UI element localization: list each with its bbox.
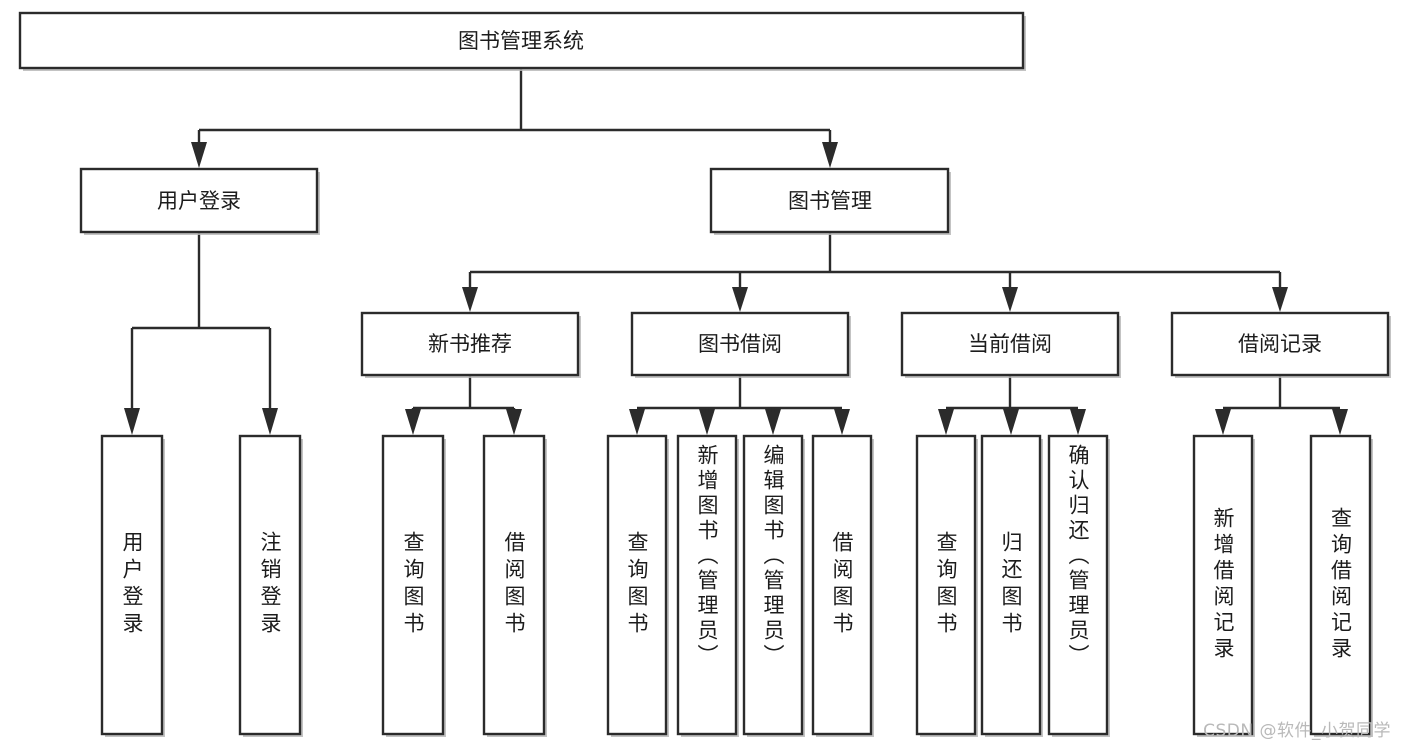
arrow-head-record-query — [1332, 409, 1348, 435]
leaf-borrow-add-book-admin-label: 新增图书（管理员） — [695, 444, 719, 669]
arrow-head-book-manage — [822, 142, 838, 168]
node-borrow-record[interactable]: 借阅记录 — [1170, 311, 1391, 378]
arrow-head-new-book-rec — [462, 287, 478, 312]
arrow-head-user-login — [191, 142, 207, 168]
leaf-borrow-query-book-label-wrap: 查询图书 — [608, 436, 666, 734]
node-root-label: 图书管理系统 — [458, 29, 584, 53]
node-current-borrow-label: 当前借阅 — [968, 332, 1052, 356]
leaf-borrow-edit-book-admin-label-wrap: 编辑图书（管理员） — [744, 444, 802, 734]
leaf-record-add[interactable] — [1192, 434, 1255, 737]
arrow-head-leaf-user-login — [124, 408, 140, 435]
leaf-user-login-label-wrap: 用户登录 — [102, 436, 162, 734]
leaf-borrow-add-book-admin-label-wrap: 新增图书（管理员） — [678, 444, 736, 734]
node-borrow-record-label: 借阅记录 — [1238, 332, 1322, 356]
arrow-head-borrow-edit — [765, 409, 781, 435]
nodes-layer: 图书管理系统 用户登录 图书管理 新书推荐 图书 — [18, 11, 1391, 737]
node-root[interactable]: 图书管理系统 — [18, 11, 1026, 71]
leaf-current-query-book-label-wrap: 查询图书 — [917, 436, 975, 734]
arrow-head-record-add — [1215, 409, 1231, 435]
arrow-head-rec-borrow — [506, 409, 522, 435]
arrow-head-borrow-query — [629, 409, 645, 435]
leaf-user-login-label: 用户登录 — [120, 531, 144, 639]
leaf-record-query-label-wrap: 查询借阅记录 — [1311, 436, 1370, 734]
arrow-head-borrow-lend — [834, 409, 850, 435]
leaf-current-return-book[interactable] — [980, 434, 1043, 737]
leaf-user-login[interactable] — [100, 434, 165, 737]
node-book-borrow-label: 图书借阅 — [698, 332, 782, 356]
leaf-borrow-lend-book-label-wrap: 借阅图书 — [813, 436, 871, 734]
node-user-login-label: 用户登录 — [157, 189, 241, 213]
leaf-rec-borrow-book-label: 借阅图书 — [502, 531, 526, 639]
leaf-borrow-lend-book-label: 借阅图书 — [830, 531, 854, 639]
arrow-head-current-confirm — [1070, 409, 1086, 435]
leaf-current-return-book-label: 归还图书 — [999, 531, 1023, 639]
node-book-management[interactable]: 图书管理 — [709, 167, 951, 235]
leaf-borrow-add-book-admin[interactable] — [676, 434, 739, 737]
leaf-current-confirm-return-admin-label-wrap: 确认归还（管理员） — [1049, 444, 1107, 734]
arrow-head-current-borrow — [1002, 287, 1018, 312]
leaf-borrow-query-book-label: 查询图书 — [625, 531, 649, 639]
node-book-borrow[interactable]: 图书借阅 — [630, 311, 851, 378]
leaf-borrow-edit-book-admin-label: 编辑图书（管理员） — [761, 444, 785, 669]
leaf-rec-query-book-label-wrap: 查询图书 — [383, 436, 443, 734]
leaf-current-query-book-label: 查询图书 — [934, 531, 958, 639]
node-new-book-recommend[interactable]: 新书推荐 — [360, 311, 581, 378]
arrow-head-book-borrow — [732, 287, 748, 312]
leaf-current-confirm-return-admin-label: 确认归还（管理员） — [1066, 444, 1090, 669]
leaf-record-add-label: 新增借阅记录 — [1211, 507, 1235, 663]
edges-layer — [124, 68, 1348, 435]
arrow-head-borrow-record — [1272, 287, 1288, 312]
arrow-head-current-return — [1003, 409, 1019, 435]
arrow-head-rec-query — [405, 409, 421, 435]
leaf-current-confirm-return-admin[interactable] — [1047, 434, 1110, 737]
node-current-borrow[interactable]: 当前借阅 — [900, 311, 1121, 378]
leaf-borrow-lend-book[interactable] — [811, 434, 874, 737]
node-book-management-label: 图书管理 — [788, 189, 872, 213]
arrow-head-leaf-user-logout — [262, 408, 278, 435]
csdn-watermark: CSDN @软件_小贺同学 — [1203, 721, 1391, 741]
node-new-book-recommend-label: 新书推荐 — [428, 332, 512, 356]
leaf-record-query[interactable] — [1309, 434, 1373, 737]
leaf-user-logout-label: 注销登录 — [258, 531, 282, 639]
leaf-current-return-book-label-wrap: 归还图书 — [982, 436, 1040, 734]
arrow-head-borrow-add — [699, 409, 715, 435]
leaf-rec-query-book[interactable] — [381, 434, 446, 737]
leaf-borrow-edit-book-admin[interactable] — [742, 434, 805, 737]
leaf-user-logout[interactable] — [238, 434, 303, 737]
leaf-current-query-book[interactable] — [915, 434, 978, 737]
leaf-rec-borrow-book-label-wrap: 借阅图书 — [484, 436, 544, 734]
leaf-user-logout-label-wrap: 注销登录 — [240, 436, 300, 734]
arrow-head-current-query — [938, 409, 954, 435]
leaf-record-add-label-wrap: 新增借阅记录 — [1194, 436, 1252, 734]
leaf-rec-query-book-label: 查询图书 — [401, 531, 425, 639]
leaf-borrow-query-book[interactable] — [606, 434, 669, 737]
node-user-login[interactable]: 用户登录 — [79, 167, 320, 235]
leaf-rec-borrow-book[interactable] — [482, 434, 547, 737]
leaf-record-query-label: 查询借阅记录 — [1328, 507, 1353, 663]
